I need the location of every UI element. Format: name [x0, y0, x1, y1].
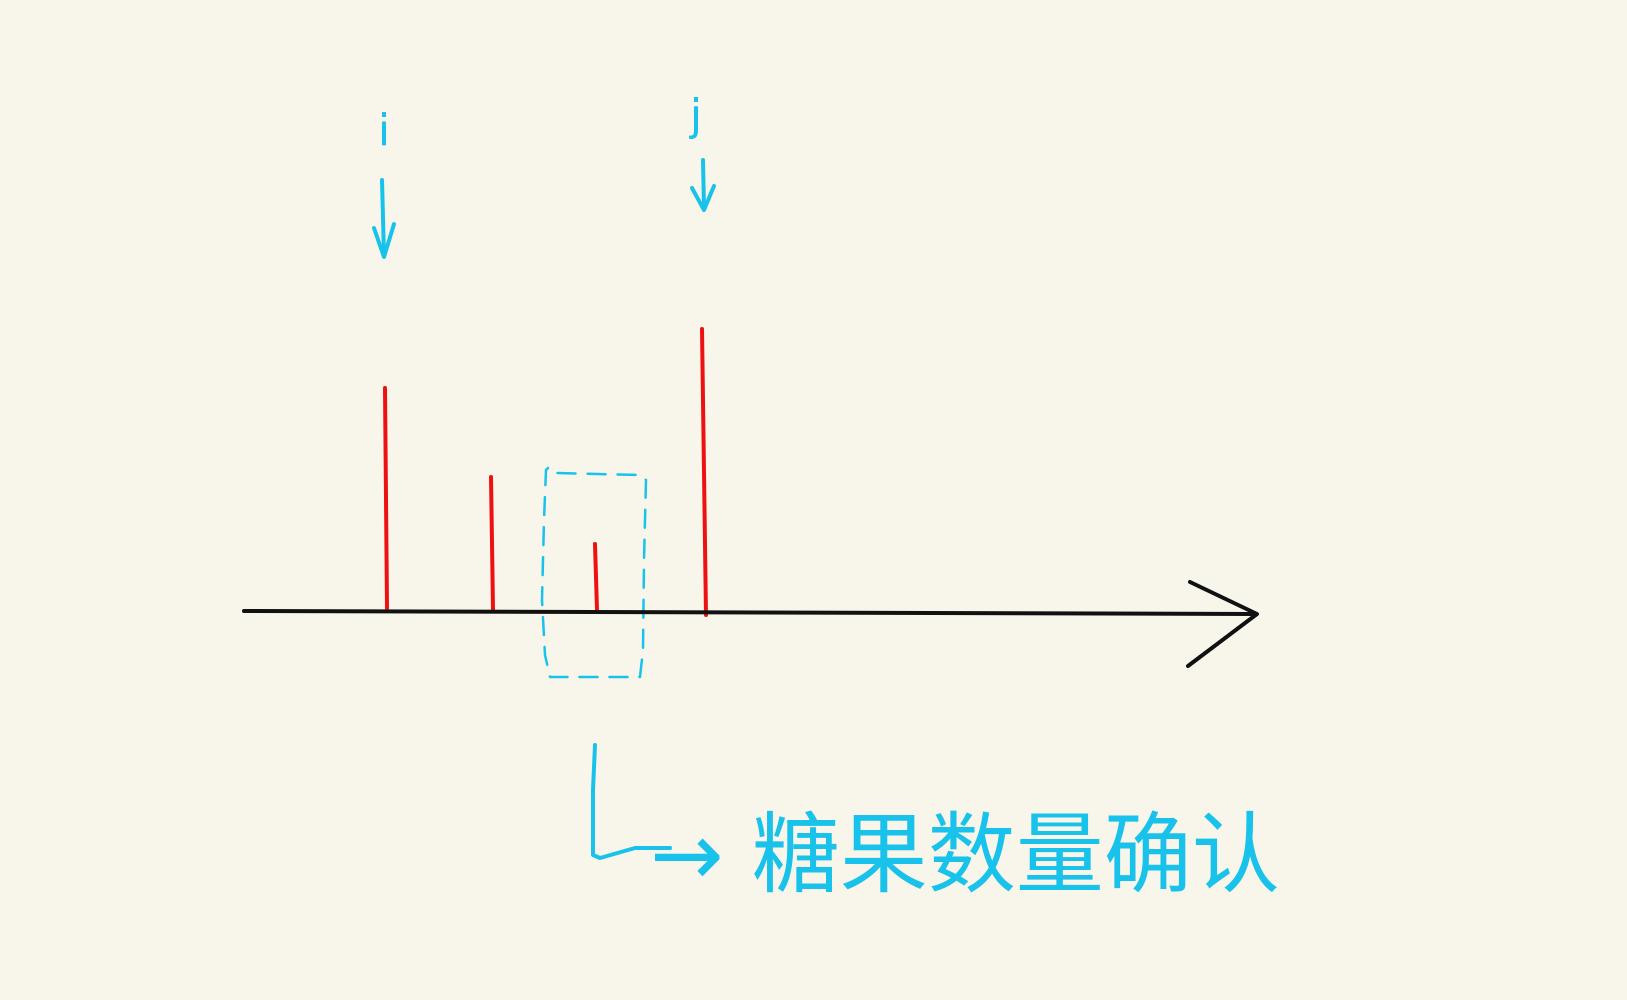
annotation: → 糖果数量确认: [591, 743, 1280, 906]
bar-1: [383, 386, 389, 610]
pointer-j: j: [689, 90, 716, 212]
highlight-box: [540, 466, 648, 679]
annotation-connector: [591, 743, 672, 860]
pointer-i-arrow-shaft: [380, 178, 386, 257]
x-axis: [242, 580, 1259, 668]
annotation-text: → 糖果数量确认: [650, 803, 1280, 906]
x-axis-line: [242, 609, 1257, 616]
bar-4: [700, 327, 708, 617]
pointer-j-label: j: [689, 90, 702, 141]
x-axis-arrow-icon: [1186, 580, 1259, 668]
bar-2: [489, 475, 495, 611]
bar-3: [593, 542, 599, 612]
pointer-j-arrow-shaft: [701, 158, 706, 210]
pointer-j-arrow-icon: [690, 184, 716, 212]
pointer-i-arrow-icon: [372, 222, 396, 259]
pointer-i-label: i: [378, 105, 390, 156]
pointer-i: i: [372, 105, 396, 259]
